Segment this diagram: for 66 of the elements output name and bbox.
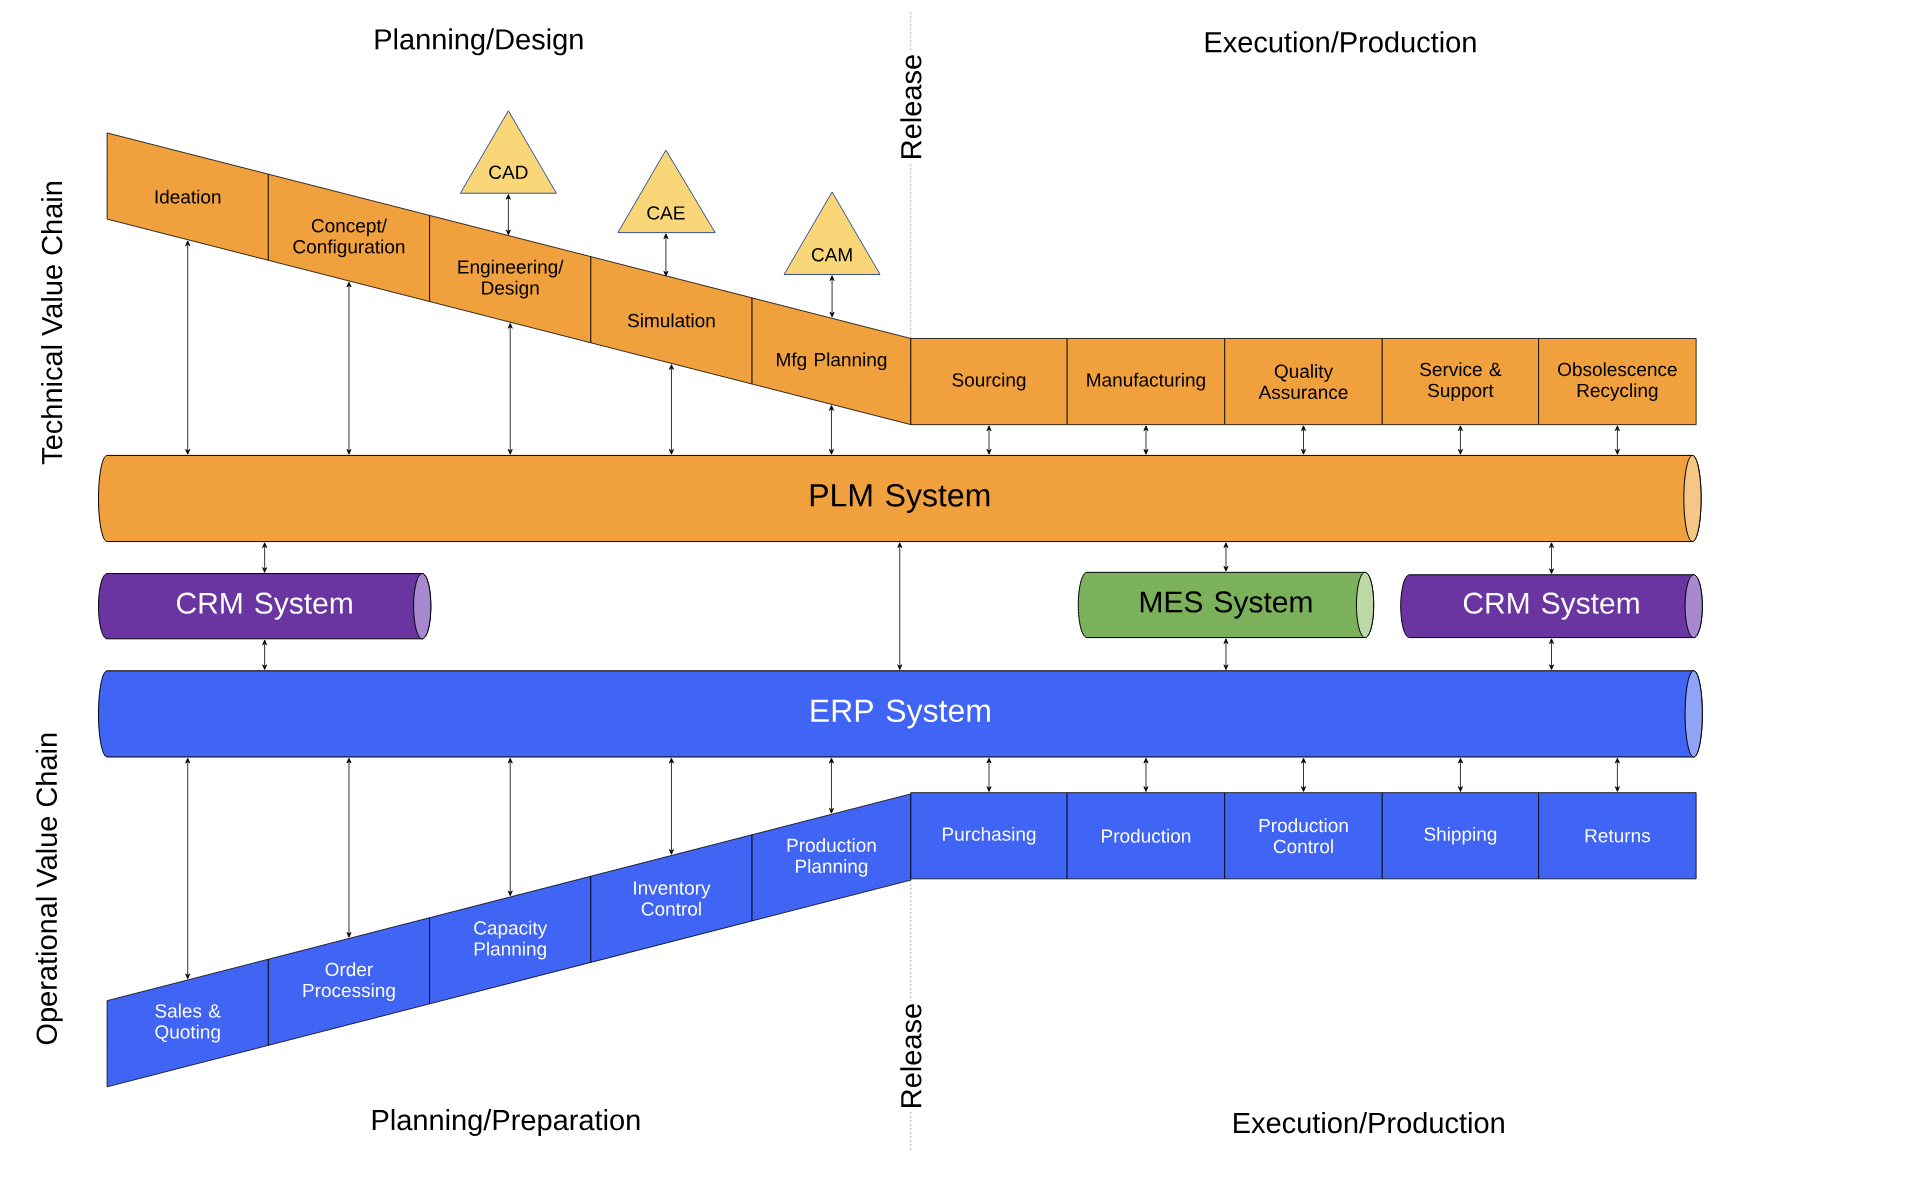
double-arrow <box>262 639 268 671</box>
double-arrow <box>1457 425 1463 455</box>
process-segment: Inventory Control <box>590 834 753 963</box>
double-arrow <box>669 364 674 455</box>
double-arrow <box>829 758 834 814</box>
process-box: Production Control <box>1224 792 1383 880</box>
double-arrow <box>986 758 992 793</box>
double-arrow <box>1223 542 1229 572</box>
double-arrow <box>1549 638 1554 671</box>
process-box: Returns <box>1538 792 1697 880</box>
double-arrow <box>1223 638 1229 671</box>
double-arrow <box>262 542 268 573</box>
system-cylinder: ERP System <box>98 670 1703 758</box>
axis-label: Operational Value Chain <box>35 733 63 1045</box>
section-heading: Planning/Preparation <box>372 1109 640 1137</box>
double-arrow <box>1457 758 1463 793</box>
axis-label: Technical Value Chain <box>41 182 63 465</box>
double-arrow <box>1143 425 1149 455</box>
process-segment: Capacity Planning <box>429 876 592 1005</box>
double-arrow <box>507 758 513 897</box>
double-arrow <box>1614 758 1620 793</box>
process-segment: Ideation <box>106 132 269 261</box>
release-label: Release <box>898 52 924 163</box>
double-arrow <box>829 275 835 318</box>
system-cylinder: MES System <box>1077 572 1375 639</box>
double-arrow <box>346 281 352 455</box>
process-segment: Simulation <box>590 256 753 385</box>
section-heading: Execution/Production <box>1205 31 1476 53</box>
process-segment: Sales & Quoting <box>106 959 269 1088</box>
double-arrow <box>507 323 513 455</box>
process-box: Obsolescence Recycling <box>1538 338 1697 426</box>
tool-triangle: CAM <box>783 191 881 276</box>
process-segment: Order Processing <box>267 917 430 1046</box>
process-box: Shipping <box>1381 792 1539 880</box>
system-cylinder: CRM System <box>1400 574 1703 639</box>
process-box: Quality Assurance <box>1224 338 1383 426</box>
tool-triangle: CAE <box>617 149 716 234</box>
double-arrow <box>185 758 191 980</box>
tool-triangle: CAD <box>459 110 557 194</box>
double-arrow <box>185 240 191 455</box>
process-box: Service & Support <box>1381 338 1539 426</box>
double-arrow <box>346 758 352 938</box>
release-label: Release <box>898 1001 924 1112</box>
double-arrow <box>663 233 669 277</box>
double-arrow <box>986 425 992 455</box>
process-box: Purchasing <box>910 792 1068 880</box>
process-box: Sourcing <box>910 338 1068 426</box>
process-segment: Production Planning <box>751 793 912 922</box>
section-heading: Execution/Production <box>1234 1112 1504 1134</box>
double-arrow <box>897 542 903 671</box>
process-segment: Engineering/ Design <box>429 215 592 344</box>
double-arrow <box>1549 542 1554 575</box>
system-cylinder: PLM System <box>98 455 1702 543</box>
system-cylinder: CRM System <box>98 573 432 640</box>
section-heading: Planning/Design <box>375 28 583 56</box>
double-arrow <box>669 758 674 855</box>
double-arrow <box>1301 758 1306 793</box>
double-arrow <box>829 405 834 455</box>
process-box: Production <box>1066 792 1226 880</box>
process-segment: Mfg Planning <box>751 297 912 426</box>
process-segment: Concept/ Configuration <box>267 173 430 303</box>
double-arrow <box>505 194 511 236</box>
process-box: Manufacturing <box>1066 338 1226 426</box>
double-arrow <box>1614 425 1620 455</box>
double-arrow <box>1301 425 1306 455</box>
double-arrow <box>1143 758 1149 793</box>
